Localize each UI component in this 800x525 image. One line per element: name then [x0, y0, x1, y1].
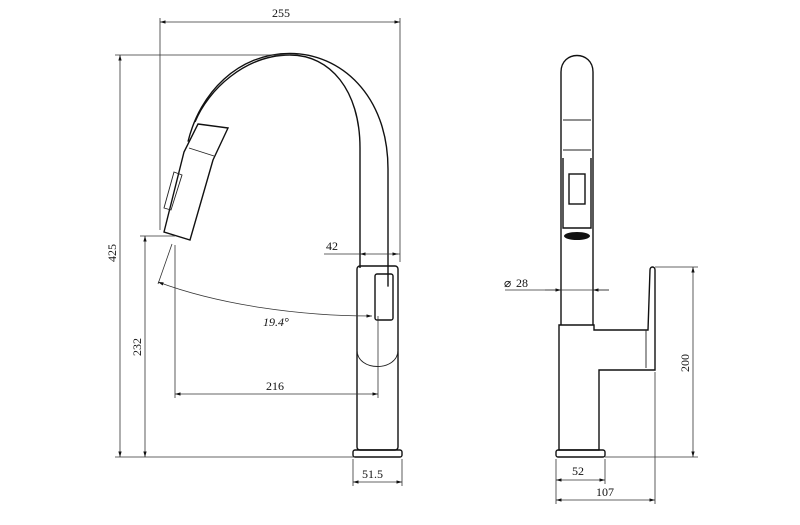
- sprayhead-collar: [188, 147, 215, 157]
- dim-lever-height: 200: [678, 354, 692, 372]
- dim-base-width: 52: [572, 464, 584, 478]
- side-tube: [560, 55, 594, 325]
- dim-overall-height: 425: [105, 244, 119, 262]
- dim-overall-width: 255: [272, 6, 290, 20]
- sprayhead-button: [163, 171, 183, 211]
- base-flange: [352, 449, 403, 458]
- dim-spout-height: 232: [130, 338, 144, 356]
- gooseneck-outer: [194, 54, 361, 268]
- dim-tube-diameter: 28: [516, 276, 528, 290]
- dim-body-width: 42: [326, 239, 338, 253]
- dim-base-diameter: 51.5: [362, 467, 383, 481]
- side-base-flange: [555, 449, 606, 458]
- dim-diameter-symbol: ⌀: [504, 276, 511, 290]
- gooseneck-inner: [187, 52, 389, 287]
- side-body: [558, 266, 656, 451]
- aerator: [564, 232, 590, 240]
- front-view: 255 425 232 216 42 51.5 19.4°: [105, 6, 403, 486]
- dim-swivel-angle: 19.4°: [263, 315, 289, 329]
- body-lever-slot: [374, 273, 394, 321]
- side-view: ⌀ 28 200 52 107: [504, 55, 698, 504]
- sprayhead: [163, 123, 230, 241]
- dim-spout-reach: 216: [266, 379, 284, 393]
- faucet-body: [356, 265, 399, 451]
- side-button: [568, 173, 586, 205]
- dim-overall-depth: 107: [596, 485, 614, 499]
- body-lower-curve: [356, 349, 399, 367]
